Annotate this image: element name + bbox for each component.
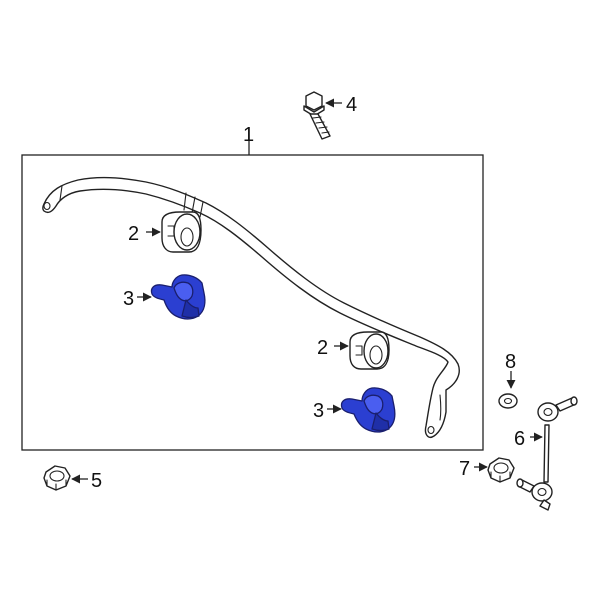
callout-2a-label: 2 [128,223,139,245]
nut-left[interactable] [43,465,71,491]
bushing-upper[interactable] [161,211,202,253]
callout-8-label: 8 [505,351,516,373]
bracket-right[interactable] [340,387,396,433]
callout-3b-label: 3 [313,400,324,422]
callout-7-label: 7 [459,458,470,480]
callout-2b-label: 2 [317,337,328,359]
callout-1-label: 1 [243,124,254,146]
bolt[interactable] [303,91,331,140]
stabilizer-link[interactable] [516,396,578,511]
callout-5-label: 5 [91,470,102,492]
callout-4-label: 4 [346,94,357,116]
nut-link[interactable] [487,457,515,483]
assembly-frame [21,154,484,451]
washer[interactable] [498,393,518,409]
stabilizer-bar[interactable] [42,176,460,438]
bushing-lower[interactable] [349,331,390,370]
bracket-left[interactable] [150,274,206,320]
callout-6-label: 6 [514,428,525,450]
callout-3a-label: 3 [123,288,134,310]
